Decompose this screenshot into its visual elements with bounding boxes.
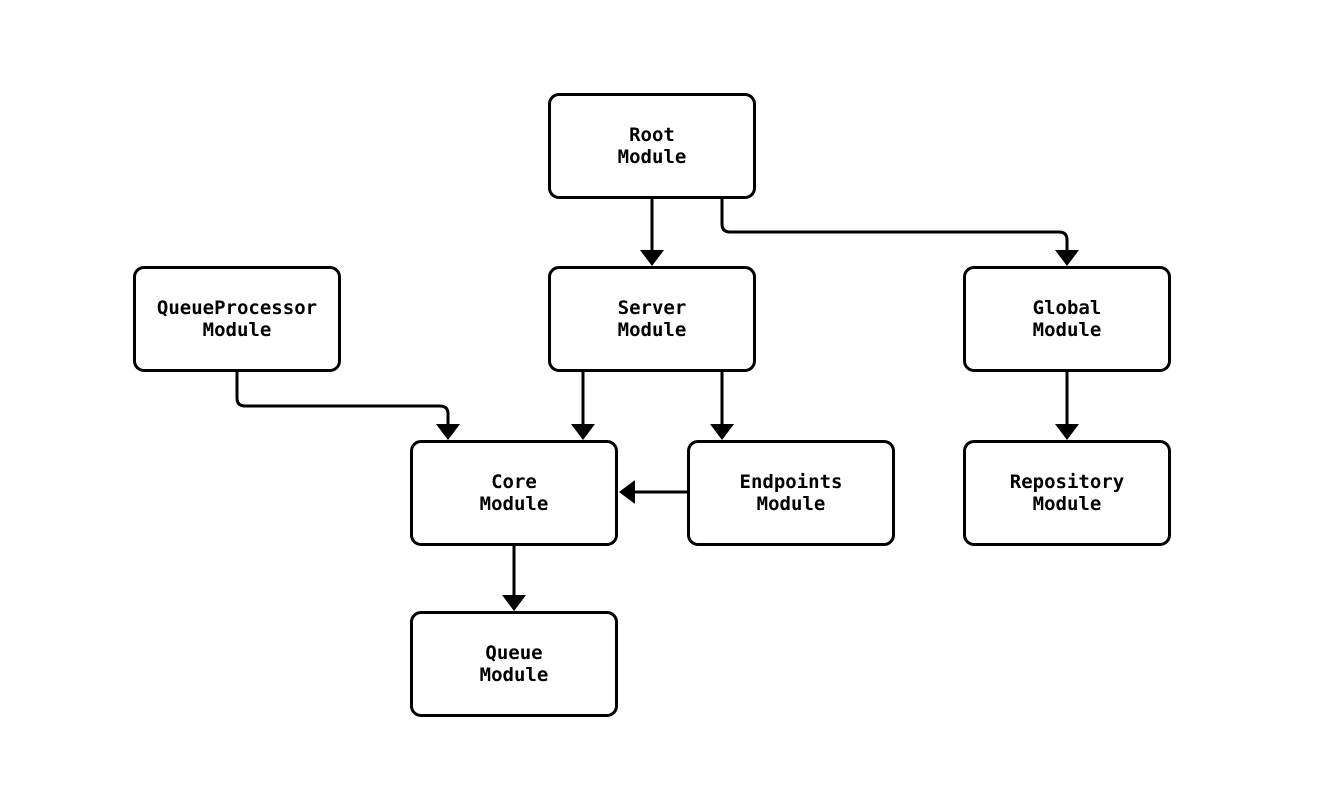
arrowhead [436,424,460,440]
arrowhead [619,480,635,504]
edge-root-to-global [720,199,1079,266]
arrowhead [1055,250,1079,266]
arrowhead [640,250,664,266]
arrowhead [502,595,526,611]
node-repository-module: Repository Module [963,440,1171,546]
node-queueprocessor-module: QueueProcessor Module [133,266,341,372]
node-root-module: Root Module [548,93,756,199]
edge-queueprocessor-to-core [235,372,460,440]
edge-endpoints-to-core [619,480,687,504]
edge-core-to-queue [502,546,526,611]
edge-server-to-core [571,372,595,440]
node-queue-module: Queue Module [410,611,618,717]
node-server-module: Server Module [548,266,756,372]
arrowhead [571,424,595,440]
edge-server-to-endpoints [710,372,734,440]
arrowhead [710,424,734,440]
edge-global-to-repository [1055,372,1079,440]
node-global-module: Global Module [963,266,1171,372]
node-core-module: Core Module [410,440,618,546]
node-endpoints-module: Endpoints Module [687,440,895,546]
edge-root-to-server [640,199,664,266]
arrowhead [1055,424,1079,440]
